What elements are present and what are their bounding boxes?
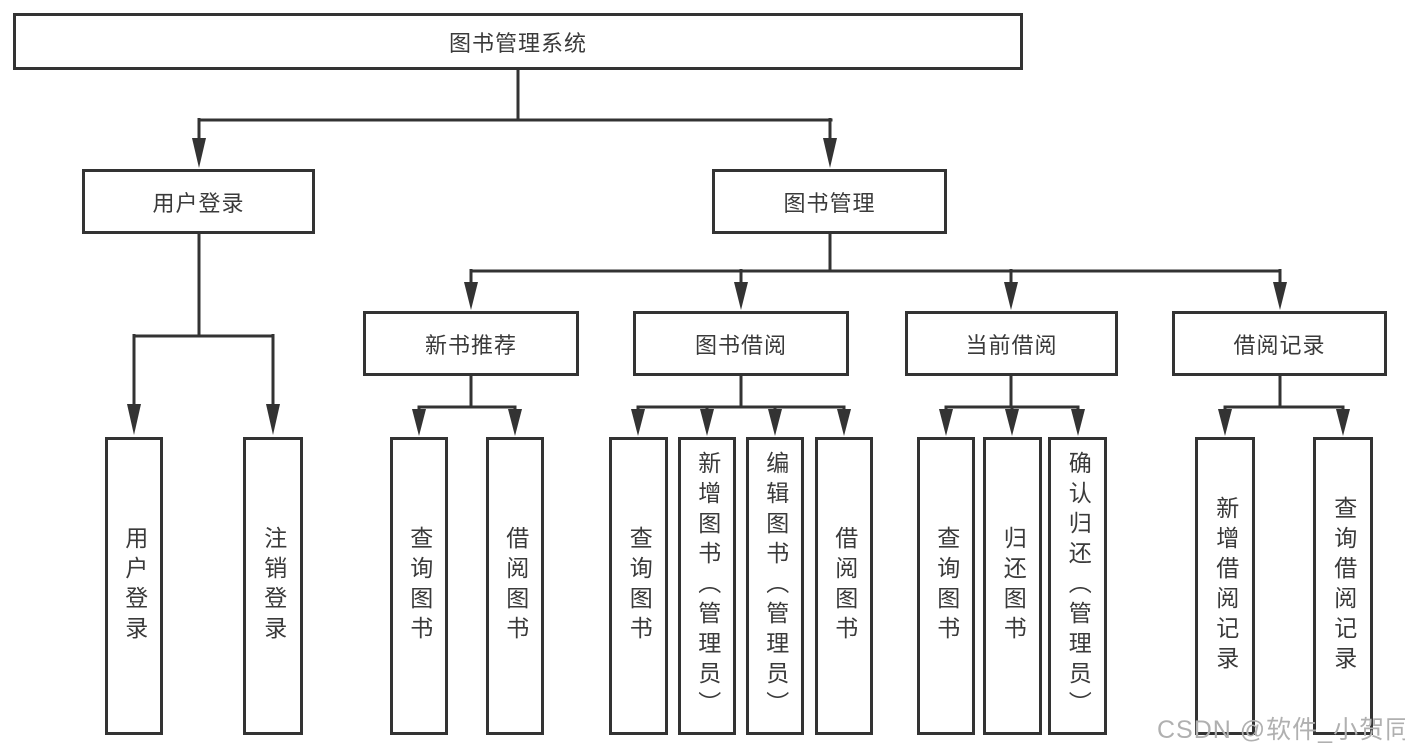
node-user-login-label: 用户登录 xyxy=(152,190,245,216)
leaf-bb-edit-book-label: 编辑图书（管理员） xyxy=(762,451,789,721)
node-borrow-record: 借阅记录 xyxy=(1172,311,1387,376)
leaf-user-login: 用户登录 xyxy=(105,437,163,735)
csdn-watermark: CSDN @软件_小贺同学 xyxy=(1157,716,1405,744)
leaf-bb-borrow-book-label: 借阅图书 xyxy=(831,526,858,646)
node-current-borrow: 当前借阅 xyxy=(905,311,1118,376)
leaf-cb-return-book-label: 归还图书 xyxy=(1000,526,1027,646)
leaf-br-add-record-label: 新增借阅记录 xyxy=(1212,496,1239,676)
leaf-bb-query-book-label: 查询图书 xyxy=(626,526,653,646)
leaf-br-query-record: 查询借阅记录 xyxy=(1313,437,1373,735)
node-user-login: 用户登录 xyxy=(82,169,315,234)
leaf-cb-query-book: 查询图书 xyxy=(917,437,975,735)
leaf-bb-edit-book: 编辑图书（管理员） xyxy=(746,437,804,735)
leaf-cb-query-book-label: 查询图书 xyxy=(933,526,960,646)
leaf-br-query-record-label: 查询借阅记录 xyxy=(1330,496,1357,676)
leaf-cb-confirm-return-label: 确认归还（管理员） xyxy=(1065,451,1092,721)
leaf-rec-borrow-book-label: 借阅图书 xyxy=(502,526,529,646)
node-book-borrow: 图书借阅 xyxy=(633,311,849,376)
node-book-management: 图书管理 xyxy=(712,169,947,234)
node-root-label: 图书管理系统 xyxy=(448,30,587,56)
leaf-bb-borrow-book: 借阅图书 xyxy=(815,437,873,735)
node-new-book-recommend: 新书推荐 xyxy=(363,311,579,376)
leaf-bb-add-book: 新增图书（管理员） xyxy=(678,437,736,735)
leaf-cb-return-book: 归还图书 xyxy=(983,437,1042,735)
leaf-logout-label: 注销登录 xyxy=(260,526,287,646)
leaf-logout: 注销登录 xyxy=(243,437,303,735)
node-current-borrow-label: 当前借阅 xyxy=(965,332,1058,358)
node-book-borrow-label: 图书借阅 xyxy=(694,332,787,358)
leaf-br-add-record: 新增借阅记录 xyxy=(1195,437,1255,735)
leaf-rec-query-book-label: 查询图书 xyxy=(406,526,433,646)
leaf-rec-borrow-book: 借阅图书 xyxy=(486,437,544,735)
node-new-book-recommend-label: 新书推荐 xyxy=(424,332,517,358)
leaf-rec-query-book: 查询图书 xyxy=(390,437,448,735)
node-root: 图书管理系统 xyxy=(13,13,1023,70)
node-book-management-label: 图书管理 xyxy=(783,190,876,216)
node-borrow-record-label: 借阅记录 xyxy=(1233,332,1326,358)
leaf-bb-add-book-label: 新增图书（管理员） xyxy=(694,451,721,721)
leaf-cb-confirm-return: 确认归还（管理员） xyxy=(1048,437,1107,735)
leaf-bb-query-book: 查询图书 xyxy=(609,437,668,735)
leaf-user-login-label: 用户登录 xyxy=(121,526,148,646)
